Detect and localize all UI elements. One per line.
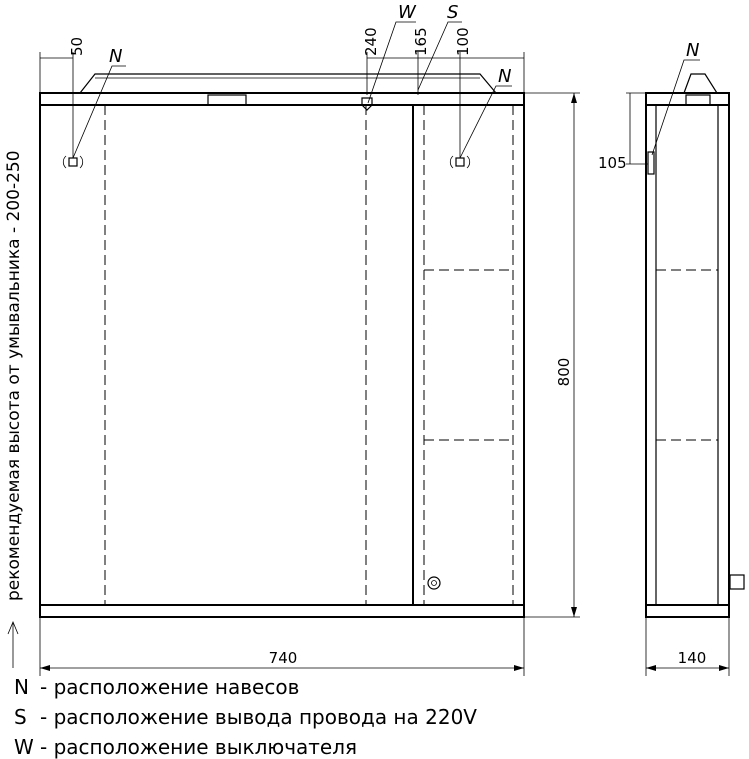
recommended-height-text: рекомендуемая высота от умывальника - 20… [4,150,24,601]
bottom-board [39,604,525,618]
door-knob [427,576,441,590]
legend-text-wire: - расположение вывода провода на 220V [40,705,477,729]
top-board [39,92,525,106]
legend-key-hinge: N [14,675,29,699]
marker-switch: W [398,2,417,23]
top-dimension-lines [39,52,525,158]
side-hinge-dimension [626,92,648,165]
light-fixture [78,73,498,94]
legend-text-switch: - расположение выключателя [40,735,357,759]
marker-wire: S [447,2,458,23]
side-knob-icon [729,574,745,590]
depth-dimension [645,617,730,676]
legend: N - расположение навесов S - расположени… [14,675,477,759]
marker-hinge-left: N [109,46,122,67]
marker-hinge-side: N [686,40,699,61]
legend-key-wire: S [14,705,27,729]
legend-text-hinge: - расположение навесов [40,675,299,699]
side-view [645,73,745,618]
dim-hinge-left: 50 [68,37,86,56]
recommended-height-arrow [7,620,19,668]
front-view [39,73,525,618]
height-dimension [524,92,580,618]
dim-width: 740 [269,649,298,667]
dim-switch: 240 [362,27,380,56]
dim-depth: 140 [678,649,707,667]
dim-side-hinge: 105 [598,154,627,172]
marker-hinge-right: N [498,66,511,87]
dim-hinge-right: 100 [454,27,472,56]
width-dimension [39,617,525,676]
leaders [72,21,700,159]
switch-icon [361,97,373,111]
bracket [207,94,247,106]
dim-wire: 165 [412,27,430,56]
dim-height: 800 [555,358,573,387]
legend-key-switch: W [14,735,34,759]
side-hinge-icon [647,151,655,175]
side-cabinet-door [412,104,525,606]
